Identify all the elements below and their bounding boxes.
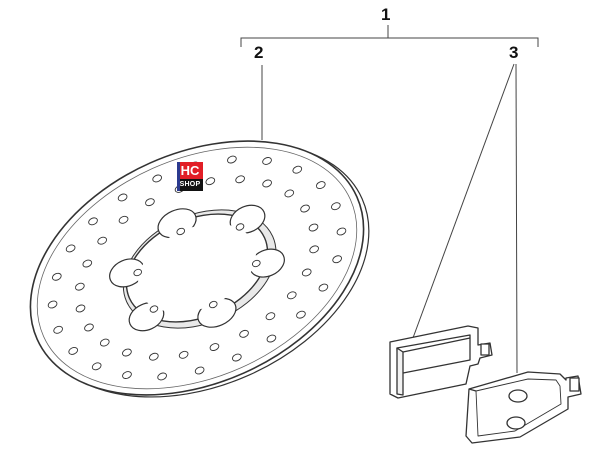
cooling-hole bbox=[145, 198, 155, 207]
mount-hole bbox=[208, 300, 218, 309]
cooling-hole bbox=[286, 291, 297, 300]
cooling-hole bbox=[91, 362, 102, 371]
leader-lines bbox=[240, 25, 539, 374]
cooling-hole bbox=[117, 193, 128, 202]
brake-disc bbox=[29, 140, 370, 398]
cooling-hole bbox=[99, 338, 110, 347]
cooling-hole bbox=[152, 174, 162, 183]
logo-stripe bbox=[177, 162, 180, 191]
disc-inner-rim bbox=[36, 146, 358, 390]
mount-hole bbox=[133, 268, 143, 277]
leader-bracket bbox=[240, 37, 539, 47]
cooling-hole bbox=[239, 329, 249, 338]
pad-front-hole bbox=[506, 416, 526, 430]
pad-front-inner-edge bbox=[475, 378, 562, 437]
cooling-hole bbox=[265, 312, 276, 321]
cooling-hole bbox=[178, 350, 189, 359]
cooling-hole bbox=[75, 282, 85, 291]
cooling-hole bbox=[235, 175, 245, 184]
mount-hole bbox=[149, 305, 159, 313]
cooling-hole bbox=[97, 236, 108, 245]
cooling-hole bbox=[47, 300, 58, 309]
cooling-hole bbox=[300, 204, 310, 213]
cooling-hole bbox=[65, 244, 76, 253]
mount-hole bbox=[176, 227, 186, 236]
pad-front-tab bbox=[569, 377, 580, 392]
cooling-hole bbox=[68, 346, 79, 355]
cooling-hole bbox=[122, 371, 132, 379]
cooling-hole bbox=[308, 223, 319, 232]
cooling-hole bbox=[51, 272, 62, 281]
cooling-hole bbox=[296, 310, 306, 319]
cooling-hole bbox=[75, 304, 86, 313]
cooling-hole bbox=[88, 217, 98, 226]
cooling-hole bbox=[262, 179, 272, 188]
disc-center-carrier bbox=[109, 204, 285, 332]
cooling-hole bbox=[336, 227, 347, 236]
callout-1-assembly: 1 bbox=[381, 5, 391, 24]
leader-line-3b bbox=[515, 63, 518, 374]
cooling-hole bbox=[331, 202, 341, 211]
cooling-hole bbox=[118, 215, 129, 224]
cooling-hole bbox=[82, 259, 93, 268]
pad-back-tab bbox=[480, 343, 490, 356]
pad-back-friction-side bbox=[396, 347, 404, 396]
cooling-hole bbox=[157, 372, 167, 381]
cooling-hole bbox=[194, 366, 205, 375]
cooling-hole bbox=[232, 353, 242, 362]
logo-text-shop: SHOP bbox=[177, 179, 203, 191]
mount-hole bbox=[235, 223, 245, 231]
cooling-hole bbox=[332, 255, 343, 264]
brake-pad-front bbox=[465, 371, 582, 444]
cooling-hole bbox=[149, 352, 159, 361]
cooling-hole bbox=[122, 348, 132, 357]
cooling-hole bbox=[205, 177, 216, 186]
cooling-hole bbox=[209, 343, 220, 351]
cooling-hole bbox=[284, 189, 295, 198]
cooling-hole bbox=[301, 268, 312, 277]
hc-shop-logo: HC SHOP bbox=[177, 162, 203, 196]
cooling-hole bbox=[262, 157, 272, 165]
cooling-hole bbox=[292, 165, 303, 174]
cooling-hole bbox=[84, 323, 94, 332]
cooling-hole bbox=[309, 245, 319, 254]
leader-line-3a bbox=[409, 63, 515, 347]
callout-3-pads: 3 bbox=[509, 43, 519, 62]
mount-hole bbox=[251, 259, 261, 268]
cooling-hole bbox=[315, 181, 326, 190]
cooling-hole bbox=[53, 325, 63, 334]
logo-text-hc: HC bbox=[177, 162, 203, 179]
cooling-hole bbox=[266, 334, 277, 343]
cooling-hole bbox=[227, 155, 237, 164]
cooling-hole bbox=[318, 283, 329, 292]
pad-front-hole bbox=[508, 389, 528, 403]
brake-pad-back bbox=[389, 325, 493, 399]
disc-cooling-holes bbox=[47, 155, 347, 381]
callout-2-disc: 2 bbox=[254, 43, 264, 62]
